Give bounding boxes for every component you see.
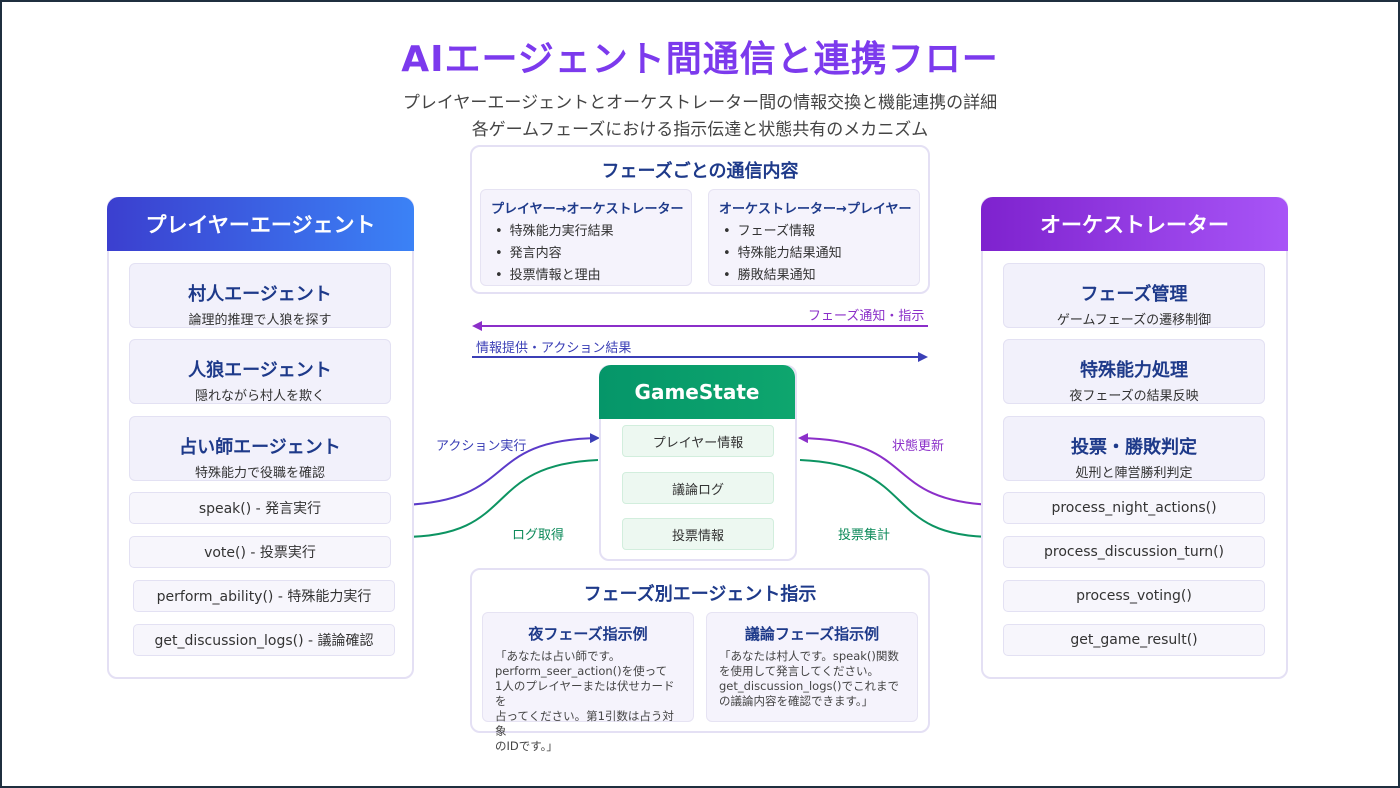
- comm-right-item: 勝敗結果通知: [723, 265, 919, 287]
- comm-left-item: 投票情報と理由: [495, 265, 691, 287]
- function-process-voting: process_voting(): [1003, 580, 1265, 612]
- flow-label-tally: 投票集計: [838, 528, 891, 543]
- role-card-werewolf: 人狼エージェント 隠れながら村人を欺く: [129, 339, 391, 404]
- role-desc: 隠れながら村人を欺く: [194, 389, 325, 404]
- comm-left-item: 発言内容: [495, 243, 691, 265]
- subtitle-1: プレイヤーエージェントとオーケストレーター間の情報交換と機能連携の詳細: [402, 93, 998, 113]
- night-example-text: 「あなたは占い師です。 perform_seer_action()を使って 1人…: [495, 649, 675, 753]
- comm-left-item: 特殊能力実行結果: [495, 221, 691, 243]
- role-desc: 論理的推理で人狼を探す: [188, 313, 332, 328]
- role-desc: ゲームフェーズの遷移制御: [1056, 313, 1212, 328]
- night-example-title: 夜フェーズ指示例: [528, 625, 648, 643]
- flow-label-info-provide: 情報提供・アクション結果: [476, 341, 632, 356]
- comm-title: フェーズごとの通信内容: [601, 161, 799, 182]
- orchestrator-header: オーケストレーター: [981, 197, 1288, 251]
- role-card-phase-management: フェーズ管理 ゲームフェーズの遷移制御: [1003, 263, 1265, 328]
- role-title: 人狼エージェント: [188, 360, 332, 381]
- function-process-night-actions: process_night_actions(): [1003, 492, 1265, 524]
- role-card-vote-judgement: 投票・勝敗判定 処刑と陣営勝利判定: [1003, 416, 1265, 481]
- role-card-ability-processing: 特殊能力処理 夜フェーズの結果反映: [1003, 339, 1265, 404]
- role-title: フェーズ管理: [1080, 284, 1188, 305]
- night-instruction-example: 夜フェーズ指示例 「あなたは占い師です。 perform_seer_action…: [482, 612, 694, 753]
- gamestate-player-info: プレイヤー情報: [622, 425, 774, 457]
- gamestate-header: GameState: [599, 365, 795, 419]
- role-card-villager: 村人エージェント 論理的推理で人狼を探す: [129, 263, 391, 328]
- gamestate-vote-info: 投票情報: [622, 518, 774, 550]
- function-speak: speak() - 発言実行: [129, 492, 391, 524]
- flow-label-state: 状態更新: [892, 439, 945, 454]
- page-title: AIエージェント間通信と連携フロー: [401, 39, 999, 80]
- role-desc: 処刑と陣営勝利判定: [1075, 466, 1193, 481]
- player-agent-header: プレイヤーエージェント: [107, 197, 414, 251]
- role-card-seer: 占い師エージェント 特殊能力で役職を確認: [129, 416, 391, 481]
- discussion-example-text: 「あなたは村人です。speak()関数 を使用して発言してください。 get_d…: [719, 649, 899, 708]
- comm-right-title: オーケストレーター→プレイヤー: [719, 202, 912, 217]
- function-process-discussion-turn: process_discussion_turn(): [1003, 536, 1265, 568]
- instructions-title: フェーズ別エージェント指示: [583, 584, 817, 605]
- flow-label-log: ログ取得: [512, 528, 565, 543]
- comm-player-to-orch: プレイヤー→オーケストレーター 特殊能力実行結果 発言内容 投票情報と理由: [480, 189, 692, 286]
- role-title: 占い師エージェント: [179, 437, 341, 458]
- function-vote: vote() - 投票実行: [129, 536, 391, 568]
- function-perform-ability: perform_ability() - 特殊能力実行: [133, 580, 395, 612]
- discussion-example-title: 議論フェーズ指示例: [744, 625, 880, 643]
- subtitle-2: 各ゲームフェーズにおける指示伝達と状態共有のメカニズム: [471, 120, 929, 140]
- role-title: 投票・勝敗判定: [1071, 437, 1197, 458]
- comm-right-item: 特殊能力結果通知: [723, 243, 919, 265]
- function-get-game-result: get_game_result(): [1003, 624, 1265, 656]
- comm-orch-to-player: オーケストレーター→プレイヤー フェーズ情報 特殊能力結果通知 勝敗結果通知: [708, 189, 920, 286]
- function-get-discussion-logs: get_discussion_logs() - 議論確認: [133, 624, 395, 656]
- discussion-instruction-example: 議論フェーズ指示例 「あなたは村人です。speak()関数 を使用して発言してく…: [706, 612, 918, 722]
- comm-left-title: プレイヤー→オーケストレーター: [491, 202, 684, 217]
- instructions-box: フェーズ別エージェント指示 夜フェーズ指示例 「あなたは占い師です。 perfo…: [470, 568, 930, 753]
- role-desc: 特殊能力で役職を確認: [194, 466, 325, 481]
- comm-right-item: フェーズ情報: [723, 221, 919, 243]
- role-title: 特殊能力処理: [1080, 360, 1188, 381]
- flow-label-action: アクション実行: [436, 439, 527, 454]
- gamestate-discussion-log: 議論ログ: [622, 472, 774, 504]
- flow-label-phase-notify: フェーズ通知・指示: [808, 309, 925, 324]
- role-desc: 夜フェーズの結果反映: [1069, 389, 1199, 404]
- role-title: 村人エージェント: [188, 284, 332, 305]
- comm-contents-box: フェーズごとの通信内容 プレイヤー→オーケストレーター 特殊能力実行結果 発言内…: [470, 145, 930, 294]
